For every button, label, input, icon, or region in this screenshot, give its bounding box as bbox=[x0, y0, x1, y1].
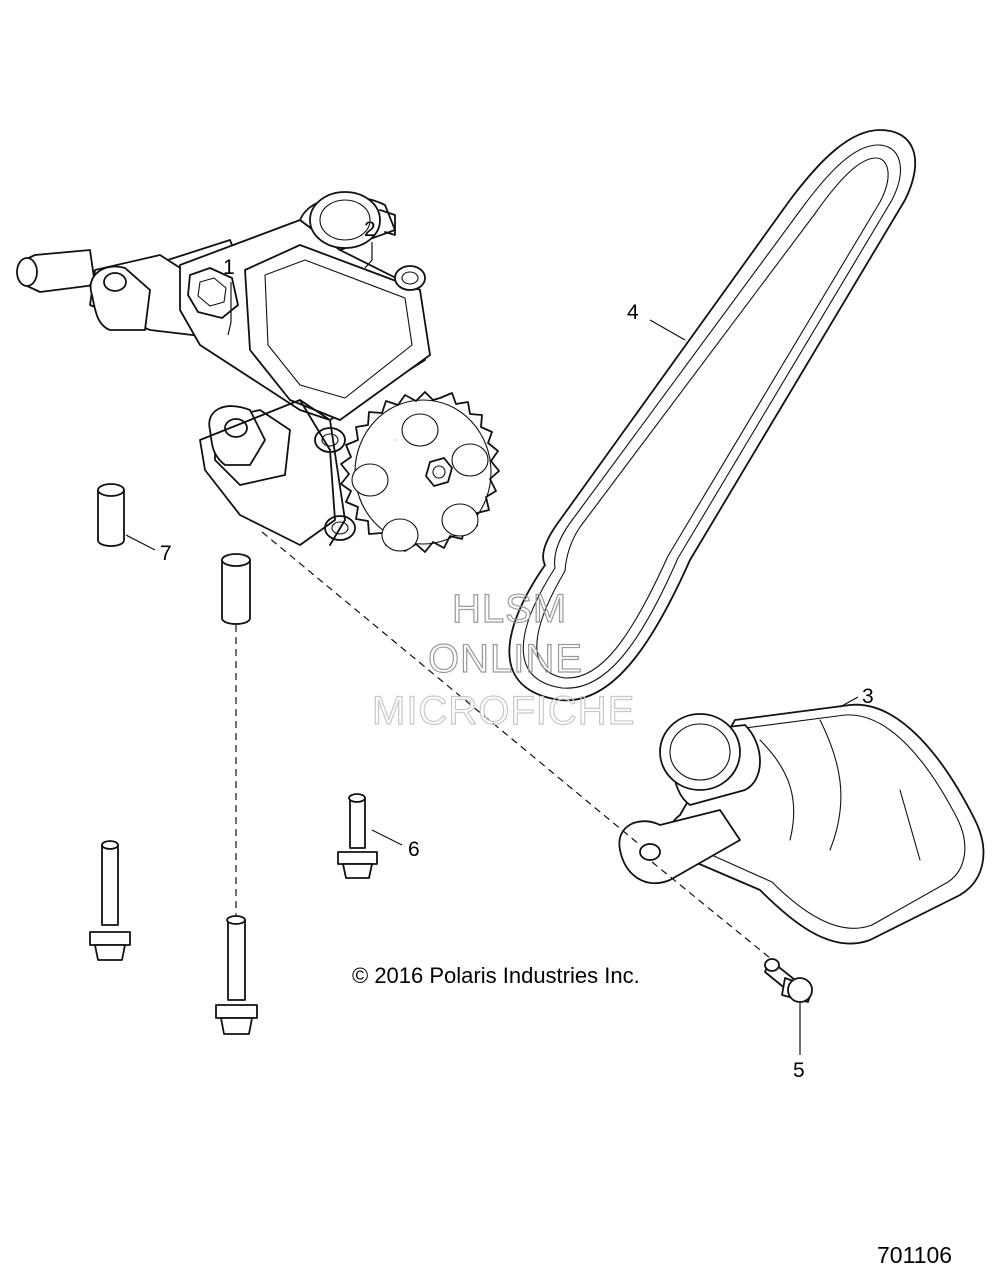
callout-2: 2 bbox=[364, 218, 376, 241]
watermark-line-2: ONLINE bbox=[428, 637, 583, 681]
callout-3: 3 bbox=[862, 685, 874, 708]
leader-4 bbox=[649, 319, 686, 341]
alignment-line-pump-to-pickup bbox=[261, 531, 641, 846]
bolt-5[interactable] bbox=[764, 958, 813, 1003]
figure-number: 701106 bbox=[877, 1242, 952, 1268]
dowel-pin-1[interactable] bbox=[97, 483, 125, 547]
alignment-line-pickup-to-bolt bbox=[651, 861, 771, 959]
oil-pump-body[interactable] bbox=[16, 191, 431, 546]
bolt-6[interactable] bbox=[337, 793, 378, 879]
watermark-line-1: HLSM bbox=[452, 587, 567, 631]
leader-7 bbox=[125, 534, 156, 551]
callout-6: 6 bbox=[408, 838, 420, 861]
dowel-pin-2[interactable] bbox=[221, 553, 251, 625]
leader-6 bbox=[371, 829, 403, 846]
leader-1 bbox=[227, 282, 232, 336]
oil-pickup-strainer[interactable] bbox=[618, 703, 985, 945]
pump-sprocket[interactable] bbox=[340, 391, 500, 553]
copyright-text: © 2016 Polaris Industries Inc. bbox=[352, 963, 640, 988]
callout-7: 7 bbox=[160, 542, 172, 565]
leader-2 bbox=[364, 242, 373, 269]
bolt-long-center[interactable] bbox=[215, 915, 258, 1035]
leader-3 bbox=[839, 696, 859, 708]
callout-1: 1 bbox=[223, 256, 235, 279]
callout-5: 5 bbox=[793, 1059, 805, 1082]
watermark-line-3: MICROFICHE bbox=[372, 689, 635, 733]
drive-belt[interactable] bbox=[508, 129, 917, 702]
bolt-long-left[interactable] bbox=[89, 840, 131, 961]
callout-4: 4 bbox=[627, 301, 639, 324]
